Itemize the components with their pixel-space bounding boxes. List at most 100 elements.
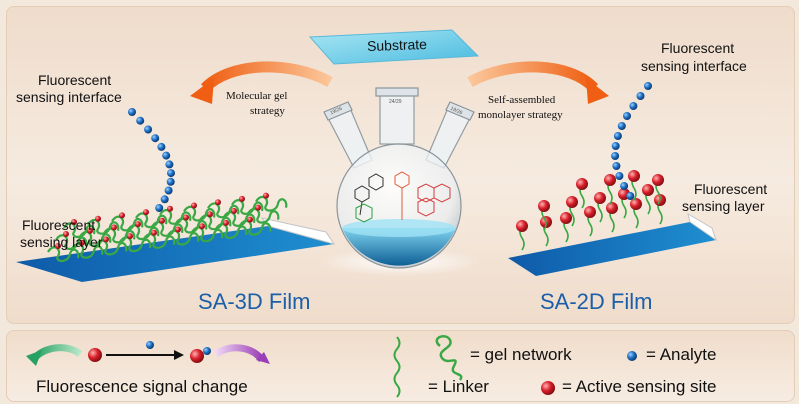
legend-active-site: = Active sensing site xyxy=(562,377,717,396)
active-site xyxy=(606,202,618,214)
legend-analyte-dot xyxy=(146,341,154,349)
active-site xyxy=(630,198,642,210)
active-site xyxy=(652,174,664,186)
gel-site xyxy=(95,215,101,222)
legend-linker-icon xyxy=(393,336,401,398)
analyte-dot xyxy=(629,102,638,110)
analyte-dot xyxy=(611,152,620,160)
gel-site xyxy=(255,204,261,211)
self-assembled-label-2: monolayer strategy xyxy=(478,109,563,121)
substrate-label: Substrate xyxy=(366,35,428,55)
legend-linker: = Linker xyxy=(428,377,489,396)
analyte-dot xyxy=(636,92,645,100)
film-left-surface xyxy=(16,226,334,282)
layer-right-label-1: Fluorescent xyxy=(694,181,768,197)
legend-green-arrow xyxy=(31,344,83,362)
analyte-dot xyxy=(128,108,136,116)
gel-site xyxy=(71,219,77,225)
analyte-dot xyxy=(155,204,164,212)
layer-left-label-2: sensing layer xyxy=(20,234,103,250)
analyte-dot xyxy=(164,186,173,195)
analyte-trail-right xyxy=(611,82,652,200)
arrow-right-head xyxy=(586,78,609,104)
active-site xyxy=(604,174,616,186)
gel-site xyxy=(143,209,149,216)
arrow-left xyxy=(201,61,333,93)
gel-site xyxy=(191,202,197,209)
legend-gel-network: = gel network xyxy=(470,345,572,364)
active-site xyxy=(576,178,588,190)
analyte-dot xyxy=(626,192,635,200)
analyte-dot xyxy=(136,116,145,125)
legend-purple-arrow xyxy=(213,344,265,363)
analyte-dot xyxy=(166,177,175,186)
gel-site xyxy=(135,221,141,228)
analyte-dot xyxy=(615,172,624,180)
analyte-dot xyxy=(144,125,153,134)
active-sites-right xyxy=(516,170,666,251)
gel-site xyxy=(207,211,213,218)
interface-left-label-2: sensing interface xyxy=(16,89,122,105)
legend-red-site xyxy=(88,348,102,362)
flask-mark-center: 24/29 xyxy=(389,99,402,105)
analyte-dot xyxy=(623,112,631,120)
legend-panel xyxy=(6,330,795,402)
active-site xyxy=(594,192,606,204)
gel-site xyxy=(215,199,221,206)
film-right-surface xyxy=(508,222,716,276)
active-site xyxy=(628,170,640,182)
gel-site xyxy=(103,236,109,243)
analyte-dot xyxy=(613,132,622,140)
gel-network xyxy=(47,192,288,263)
legend-analyte-icon xyxy=(627,351,637,361)
gel-site xyxy=(199,223,205,230)
analyte-dot xyxy=(157,142,166,151)
gel-site xyxy=(79,239,85,246)
gel-site xyxy=(127,233,133,240)
flask xyxy=(323,87,475,269)
analyte-dot xyxy=(160,195,169,204)
analyte-dot xyxy=(612,162,621,170)
active-site xyxy=(642,184,654,196)
molecular-gel-label-2: strategy xyxy=(250,105,285,117)
legend-signal-change: Fluorescence signal change xyxy=(36,377,248,396)
analyte-dot xyxy=(162,151,171,160)
legend-active-site-icon xyxy=(541,381,555,395)
analyte-dot xyxy=(167,169,175,178)
gel-site xyxy=(63,231,69,237)
gel-site xyxy=(263,192,269,199)
interface-right-label-2: sensing interface xyxy=(641,58,747,74)
gel-site xyxy=(167,205,173,212)
molecular-gel-label-1: Molecular gel xyxy=(226,90,288,102)
gel-site xyxy=(55,243,61,249)
interface-left-label-1: Fluorescent xyxy=(38,72,112,88)
substrate-slab xyxy=(308,29,480,65)
active-site xyxy=(538,200,550,212)
gel-site xyxy=(87,227,93,234)
layer-left-label-1: Fluorescent xyxy=(22,217,96,233)
molecule-left xyxy=(354,173,384,216)
molecule-green xyxy=(355,203,373,223)
gel-site xyxy=(223,219,229,226)
layer-right-label-2: sensing layer xyxy=(682,198,765,214)
analyte-dot xyxy=(151,134,160,143)
molecule-right xyxy=(417,183,451,217)
analyte-trail-left xyxy=(128,108,175,212)
gel-site xyxy=(119,212,125,219)
arrow-left-head xyxy=(190,78,214,104)
molecule-center xyxy=(394,171,410,220)
gel-site xyxy=(183,214,189,221)
analyte-dot xyxy=(617,122,626,130)
legend-analyte: = Analyte xyxy=(646,345,717,364)
gel-site xyxy=(231,207,237,214)
active-site xyxy=(584,206,596,218)
interface-right-label-1: Fluorescent xyxy=(661,40,735,56)
gel-site xyxy=(111,224,117,231)
active-site xyxy=(560,212,572,224)
film-left-end xyxy=(260,217,336,245)
arrow-right xyxy=(467,61,599,93)
film-3d-title: SA-3D Film xyxy=(198,289,311,314)
analyte-dot xyxy=(620,182,629,190)
